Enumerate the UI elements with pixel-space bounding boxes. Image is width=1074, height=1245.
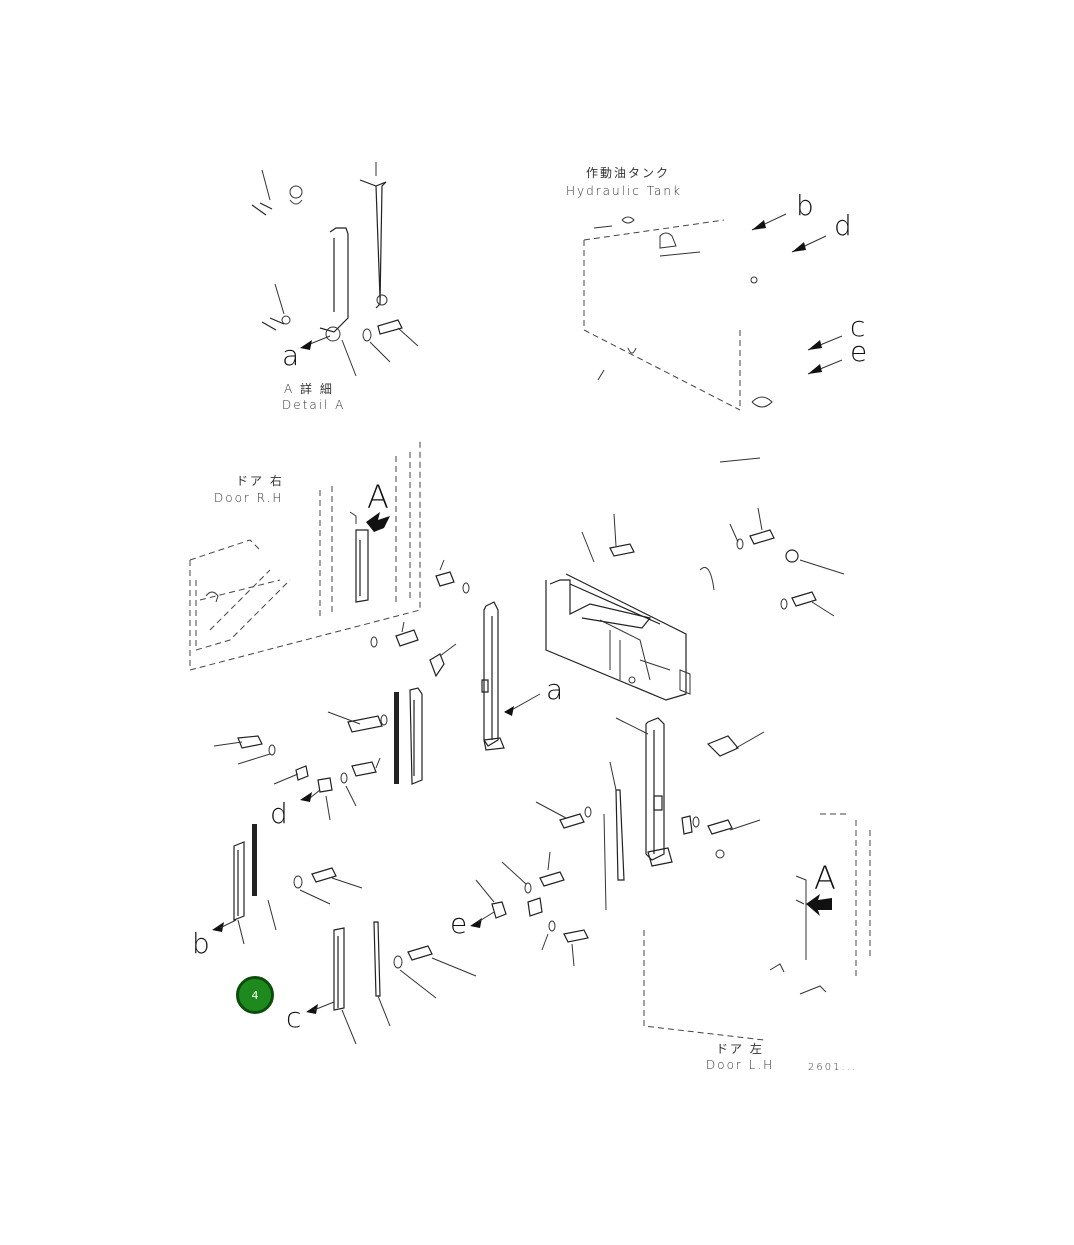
door-lh-en-label: Door L.H [706,1058,775,1072]
frame-panel [545,507,845,701]
door-rh-en-label: Door R.H [214,491,284,505]
detail-a-jp-label: A 詳 細 [284,382,334,396]
callout-a-hinge: a [546,673,564,706]
callout-A-door-rh: A [367,478,389,516]
tank-en-label: Hydraulic Tank [566,184,682,198]
tank-jp-label: 作動油タンク [586,166,671,180]
callout-e-lower: e [450,907,468,940]
callout-A-door-lh: A [814,859,836,897]
door-rh-outline [189,440,421,671]
callout-b-tank: b [796,189,814,222]
callout-a-detail: a [282,339,300,372]
door-lh-jp-label: ドア 左 [716,1042,764,1056]
right-hinge-assembly [535,717,765,911]
callout-c-tank: c [850,310,866,343]
detail-a-assembly [251,162,419,377]
center-hinge-assembly [213,559,541,821]
callout-b-lower: b [192,927,210,960]
callout-c-lower: c [286,1001,302,1034]
lower-parts [212,824,589,1045]
door-rh-jp-label: ドア 右 [236,474,284,488]
detail-a-en-label: Detail A [282,398,346,412]
callout-e-tank: e [850,335,868,368]
callout-d-lower: d [270,797,288,830]
hydraulic-tank [583,213,843,463]
door-lh-outline [643,813,871,1041]
item-number: 4 [251,988,259,1002]
item-number-badge[interactable]: 4 [236,976,274,1014]
reference-code: 2601... [808,1062,857,1073]
callout-d-tank: d [834,209,852,242]
